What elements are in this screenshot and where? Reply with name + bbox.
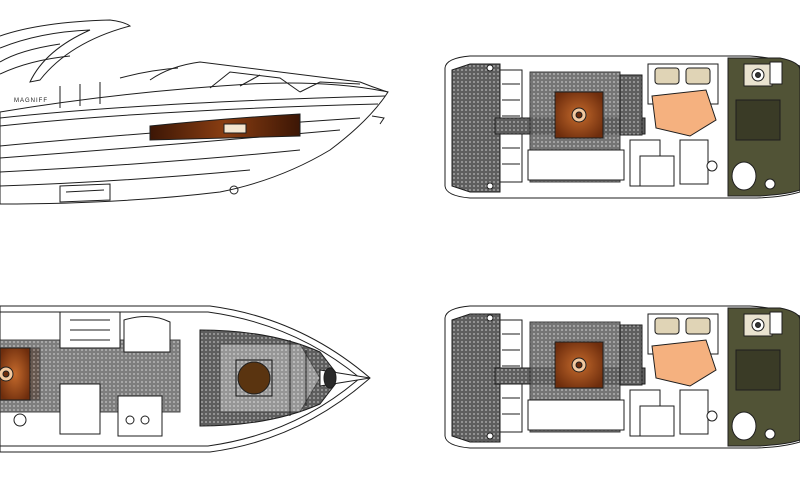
deck-plan-upper (444, 55, 800, 199)
side-profile (0, 19, 389, 205)
deck-plan-lower (444, 305, 800, 449)
hull-branding-label: MAGNIFF (14, 98, 48, 104)
deck-plan-bow (0, 305, 371, 453)
